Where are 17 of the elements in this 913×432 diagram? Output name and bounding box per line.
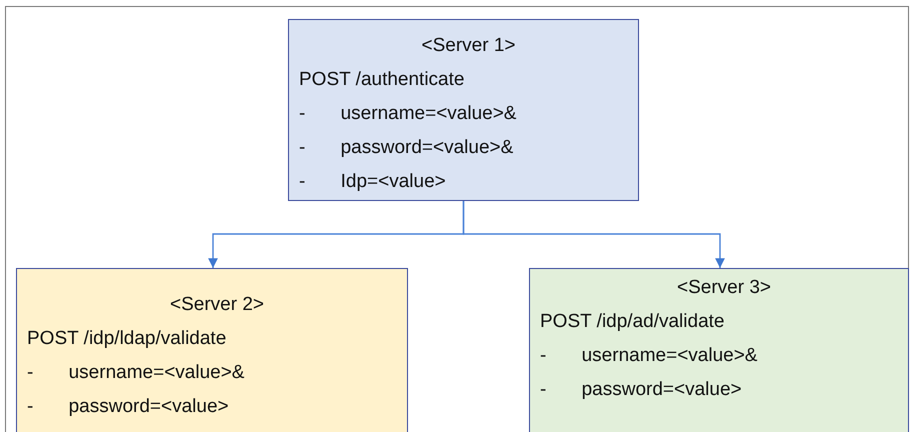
- endpoint-text: POST /idp/ldap/validate: [27, 327, 228, 351]
- parameter-text: - password=<value>&: [299, 136, 514, 160]
- parameter-text: - password=<value>: [27, 395, 230, 419]
- arrow: [462, 201, 725, 268]
- server-box: [529, 268, 909, 432]
- server-title: <Server 1>: [420, 34, 516, 58]
- server-box: [16, 268, 408, 432]
- server-title: <Server 3>: [676, 276, 772, 300]
- parameter-text: - username=<value>&: [540, 344, 758, 368]
- parameter-text: - username=<value>&: [27, 361, 246, 385]
- parameter-text: - password=<value>: [540, 378, 743, 402]
- server-title: <Server 2>: [169, 293, 265, 317]
- parameter-text: - Idp=<value>: [299, 170, 447, 194]
- endpoint-text: POST /idp/ad/validate: [540, 310, 726, 334]
- parameter-text: - username=<value>&: [299, 102, 518, 126]
- server-box: [288, 19, 639, 201]
- endpoint-text: POST /authenticate: [299, 68, 466, 92]
